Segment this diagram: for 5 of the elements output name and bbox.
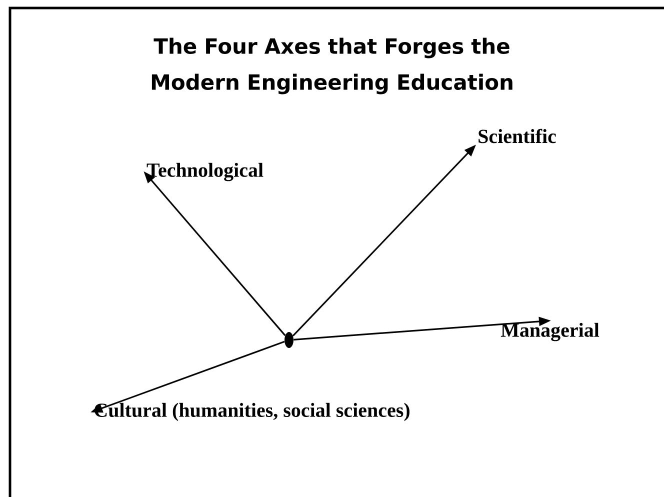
axis-label: Scientific <box>478 128 556 144</box>
axis-label: Managerial <box>500 322 600 342</box>
title: The Four Axes that Forges the Modern Engineering Education <box>152 38 512 94</box>
origin-dot <box>284 332 294 348</box>
axis-label: Technological <box>146 162 264 182</box>
